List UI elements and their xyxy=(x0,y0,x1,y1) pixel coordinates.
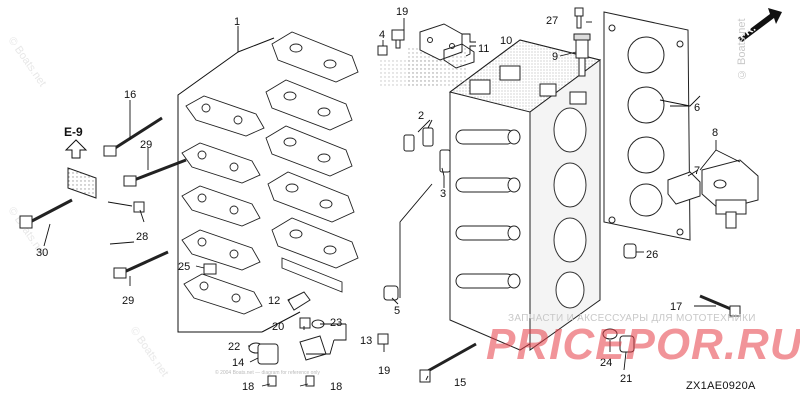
group-bracket-1 xyxy=(177,30,301,333)
cam-holder xyxy=(271,217,359,293)
callout-29b: 29 xyxy=(122,295,134,307)
callout-16: 16 xyxy=(124,89,136,101)
watermark-left: © Boats.net © Boats.net © Boats.net xyxy=(6,35,171,379)
callout-19b: 19 xyxy=(378,365,390,377)
fine-print: © 2004 Boats.net — diagram for reference… xyxy=(215,370,320,376)
reference-e9: E-9 xyxy=(64,125,97,199)
cam-holder-stack xyxy=(265,31,359,293)
spool-valve xyxy=(667,159,759,229)
callout-24: 24 xyxy=(600,357,612,369)
callout-1: 1 xyxy=(234,16,240,28)
cover-plate-icon xyxy=(67,167,97,199)
cover-plate xyxy=(419,23,475,69)
callout-2: 2 xyxy=(418,110,424,122)
sensor-9 xyxy=(573,33,591,77)
callout-4: 4 xyxy=(379,29,385,41)
callout-28: 28 xyxy=(136,231,148,243)
callout-11: 11 xyxy=(478,43,489,55)
callout-23: 23 xyxy=(330,317,342,329)
rocker-arm xyxy=(181,142,261,184)
callout-8: 8 xyxy=(712,127,718,139)
callout-22: 22 xyxy=(228,341,240,353)
cylinder-head xyxy=(448,39,602,351)
cam-holder xyxy=(265,125,353,177)
callout-30: 30 xyxy=(36,247,48,259)
diagram-code: ZX1AE0920A xyxy=(686,380,756,392)
head-gasket xyxy=(603,11,691,241)
cam-holder xyxy=(271,31,359,83)
watermark-top-right: © Boats.net xyxy=(736,18,748,80)
rocker-arm xyxy=(181,229,261,271)
callout-5: 5 xyxy=(394,305,400,317)
brand-watermark: PRICEPOR.RU xyxy=(486,320,800,369)
cam-holder xyxy=(265,79,353,131)
callout-18a: 18 xyxy=(242,381,254,393)
promo-text: ЗАПЧАСТИ И АКСЕССУАРЫ ДЛЯ МОТОТЕХНИКИ xyxy=(508,313,756,324)
callout-3: 3 xyxy=(440,188,446,200)
callout-14: 14 xyxy=(232,357,244,369)
callout-15: 15 xyxy=(454,377,466,389)
watermark-text: © Boats.net xyxy=(128,325,171,379)
watermark-text: © Boats.net xyxy=(6,35,49,89)
up-arrow-icon xyxy=(64,139,88,159)
reference-label: E-9 xyxy=(64,125,83,139)
callout-12: 12 xyxy=(268,295,280,307)
callout-9: 9 xyxy=(552,51,558,63)
rocker-arm-stack-left xyxy=(181,95,265,315)
leader-lines xyxy=(43,18,741,387)
callout-6: 6 xyxy=(694,102,700,114)
callout-18b: 18 xyxy=(330,381,342,393)
rocker-arm xyxy=(181,185,261,227)
bolt-27 xyxy=(574,7,584,29)
rocker-arm xyxy=(185,95,265,137)
callout-13: 13 xyxy=(360,335,372,347)
cam-holder xyxy=(267,171,355,223)
callout-20: 20 xyxy=(272,321,284,333)
callout-7: 7 xyxy=(694,165,700,177)
callout-17: 17 xyxy=(670,301,682,313)
callout-10: 10 xyxy=(500,35,512,47)
callout-25: 25 xyxy=(178,261,190,273)
callout-27: 27 xyxy=(546,15,558,27)
callout-19a: 19 xyxy=(396,6,408,18)
callout-numbers: 1 2 3 4 5 6 7 8 9 10 11 12 13 14 15 16 1… xyxy=(36,6,718,393)
callout-26: 26 xyxy=(646,249,658,261)
rocker-arm xyxy=(183,273,263,315)
callout-21: 21 xyxy=(620,373,632,385)
callout-29a: 29 xyxy=(140,139,152,151)
